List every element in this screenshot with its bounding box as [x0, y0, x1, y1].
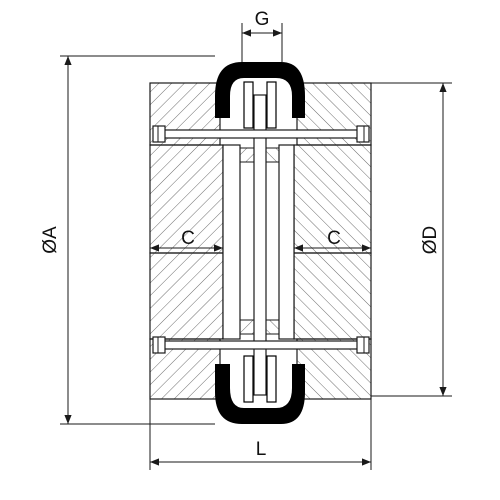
label-l: L [256, 439, 267, 460]
ring-bottom-right [265, 319, 280, 335]
label-g: G [255, 9, 270, 30]
spacer-center-plate [253, 94, 267, 396]
dimension-c-right: C [294, 228, 371, 252]
left-hub-body-upper [149, 144, 224, 254]
left-hub-body-lower [149, 252, 224, 340]
dimension-oa: ØA [40, 55, 215, 425]
label-od: ØD [420, 226, 441, 255]
dimension-c-left: C [150, 228, 223, 252]
dimension-g: G [241, 9, 283, 62]
rubber-sleeve-bottom [215, 355, 305, 424]
dimension-l: L [149, 399, 372, 470]
label-c-right: C [327, 228, 341, 249]
label-oa: ØA [40, 226, 61, 254]
rubber-sleeve-top [215, 62, 305, 129]
ring-top-right [265, 147, 280, 163]
dimension-od: ØD [371, 82, 452, 397]
left-hub [149, 82, 224, 400]
right-hub-body-lower [293, 252, 372, 340]
center-spacer [222, 94, 295, 396]
bolt-row-bottom [152, 336, 370, 354]
ring-bottom-left [239, 319, 255, 335]
bolt-row-top [152, 125, 370, 143]
ring-top-left [239, 147, 255, 163]
right-hub-body-upper [293, 144, 372, 254]
label-c-left: C [181, 228, 195, 249]
spacer-left-plate [222, 144, 241, 340]
spacer-right-plate [278, 144, 295, 340]
